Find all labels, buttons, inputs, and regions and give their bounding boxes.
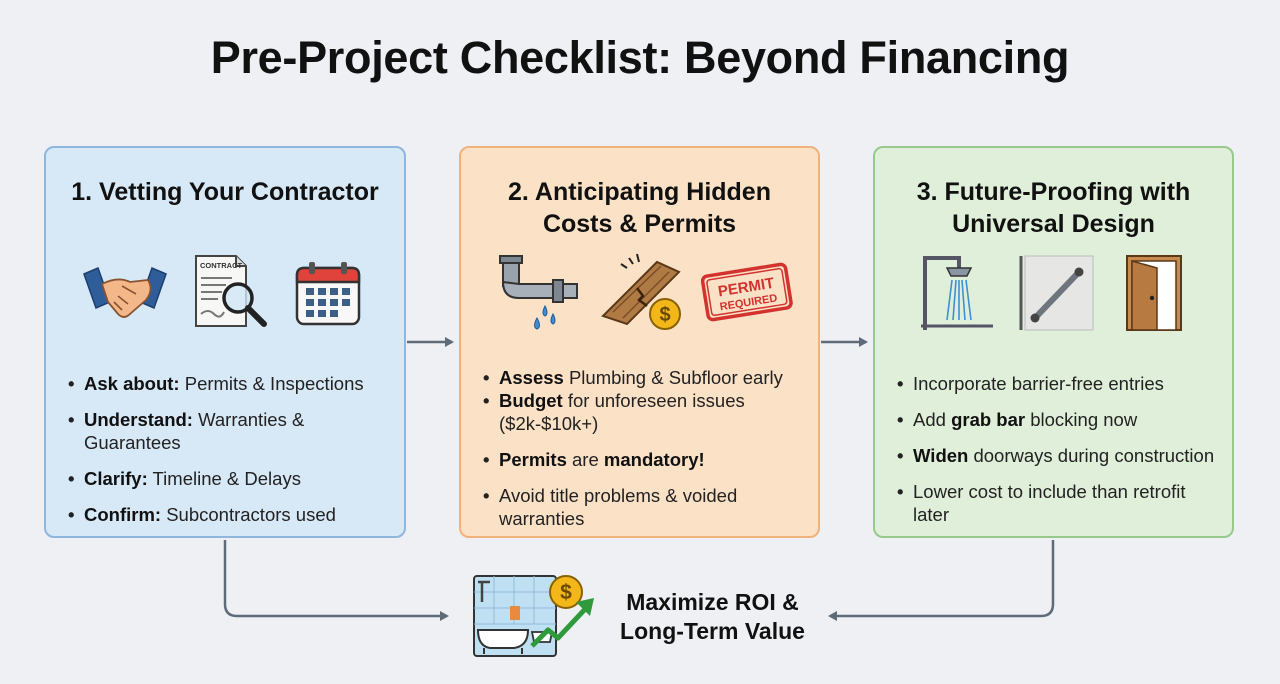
arrow-card3-to-outcome [828,540,1055,621]
contract-label: CONTRACT [200,261,242,270]
list-item: Avoid title problems & voided warranties [483,484,808,530]
card-universal-design: 3. Future-Proofing with Universal Design… [873,146,1234,538]
contract-magnifier-icon: CONTRACT [195,255,267,327]
list-item: Permits are mandatory! [483,448,808,471]
card-title: 2. Anticipating Hidden Costs & Permits [461,176,818,240]
card-title-line: 3. Future-Proofing with [916,178,1191,206]
bullet-list: Incorporate barrier-free entries Add gra… [897,372,1222,526]
outcome-line: Long-Term Value [620,618,805,644]
bathroom-roi-icon: $ [473,575,594,657]
leaking-pipe-icon [499,255,578,330]
card-title: 1. Vetting Your Contractor [46,176,404,208]
card-title-line: 1. Vetting Your Contractor [71,178,379,206]
list-item: Lower cost to include than retrofit late… [897,480,1222,526]
card-vetting-contractor: 1. Vetting Your Contractor CONTRACT Ask … [44,146,406,538]
card-title-line: Universal Design [952,210,1155,238]
list-item: Budget for unforeseen issues ($2k-$10k+) [483,389,808,435]
bullet-list: Assess Plumbing & Subfloor early Budget … [483,366,808,530]
card-title: 3. Future-Proofing with Universal Design [875,176,1232,240]
walk-in-shower-icon [921,256,993,330]
permit-stamp-icon: PERMIT REQUIRED [701,262,793,322]
card-title-line: 2. Anticipating Hidden [508,178,771,206]
list-item: Add grab bar blocking now [897,408,1222,431]
list-item: Widen doorways during construction [897,444,1222,467]
card-title-line: Costs & Permits [542,210,737,238]
handshake-icon [83,266,167,318]
list-item: Confirm: Subcontractors used [68,503,394,526]
list-item: Incorporate barrier-free entries [897,372,1222,395]
wide-doorway-icon [1126,255,1182,331]
calendar-icon [295,262,361,326]
outcome-label: Maximize ROI & Long-Term Value [600,588,825,646]
list-item: Understand: Warranties & Guarantees [68,408,394,454]
dollar-sign: $ [659,304,670,326]
page-title: Pre-Project Checklist: Beyond Financing [210,32,1070,83]
bullet-list: Ask about: Permits & Inspections Underst… [68,372,394,526]
list-item: Clarify: Timeline & Delays [68,467,394,490]
outcome-line: Maximize ROI & [626,589,799,615]
arrow-card1-to-outcome [223,540,449,621]
list-item: Assess Plumbing & Subfloor early [483,366,808,389]
list-item: Ask about: Permits & Inspections [68,372,394,395]
damaged-subfloor-icon: $ [601,253,681,330]
grab-bar-icon [1019,255,1094,331]
dollar-sign: $ [560,581,572,604]
card-hidden-costs-permits: 2. Anticipating Hidden Costs & Permits $… [459,146,820,538]
